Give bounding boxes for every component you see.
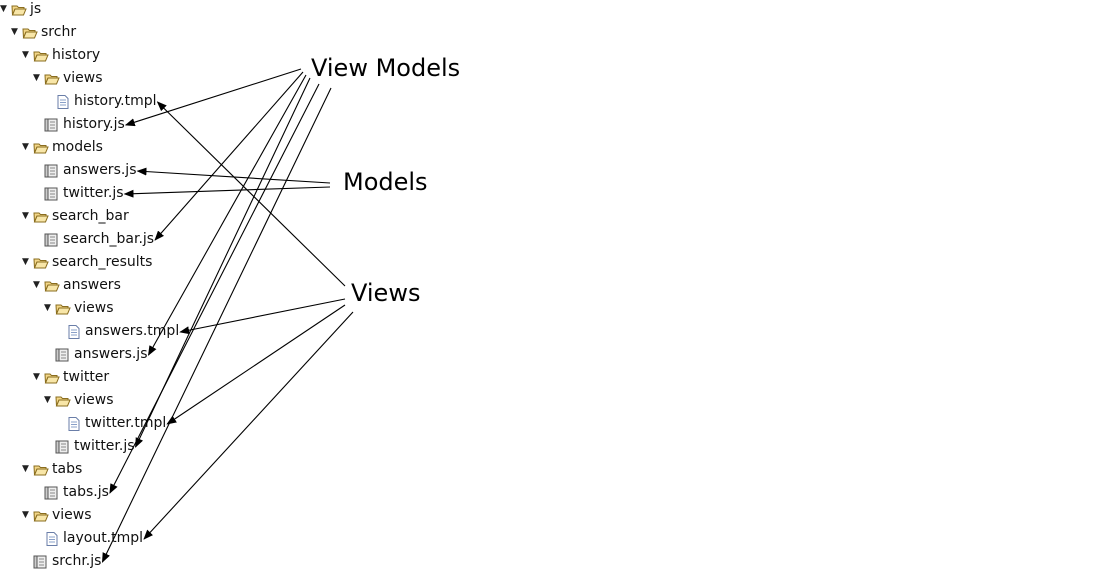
tree-item-label: answers.js — [63, 162, 137, 178]
tree-item-label: srchr.js — [52, 553, 102, 569]
tree-item-tabs[interactable]: ▼ tabs — [22, 458, 82, 480]
tree-item-label: history — [52, 47, 101, 63]
script-file-icon — [44, 163, 60, 178]
tree-item-history-views[interactable]: ▼ views — [33, 67, 103, 89]
tree-item-label: views — [63, 70, 103, 86]
tree-item-label: history.js — [63, 116, 125, 132]
tree-item-answers-views[interactable]: ▼ views — [44, 297, 114, 319]
callout-models: Models — [343, 168, 428, 196]
tree-item-search-results[interactable]: ▼ search_results — [22, 251, 152, 273]
tree-item-label: twitter — [63, 369, 110, 385]
tree-item-answers-tmpl[interactable]: answers.tmpl — [55, 320, 179, 342]
expanded-triangle-icon[interactable]: ▼ — [22, 464, 29, 474]
open-folder-icon — [33, 140, 49, 154]
template-file-icon — [66, 324, 82, 339]
expanded-triangle-icon[interactable]: ▼ — [33, 280, 40, 290]
script-file-icon — [33, 554, 49, 569]
expanded-triangle-icon[interactable]: ▼ — [22, 257, 29, 267]
tree-item-search-bar[interactable]: ▼ search_bar — [22, 205, 129, 227]
script-file-icon — [55, 347, 71, 362]
open-folder-icon — [33, 508, 49, 522]
tree-item-twitter-tmpl[interactable]: twitter.tmpl — [55, 412, 166, 434]
tree-item-models[interactable]: ▼ models — [22, 136, 103, 158]
template-file-icon — [66, 416, 82, 431]
template-file-icon — [55, 94, 71, 109]
open-folder-icon — [33, 255, 49, 269]
tree-item-label: views — [74, 392, 114, 408]
tree-item-label: tabs.js — [63, 484, 109, 500]
open-folder-icon — [55, 301, 71, 315]
tree-item-label: js — [30, 1, 42, 17]
script-file-icon — [44, 186, 60, 201]
open-folder-icon — [44, 278, 60, 292]
tree-item-srchr-js[interactable]: srchr.js — [22, 550, 101, 572]
callout-views: Views — [351, 279, 421, 307]
expanded-triangle-icon[interactable]: ▼ — [22, 510, 29, 520]
tree-item-js[interactable]: ▼ js — [0, 0, 41, 20]
tree-item-label: views — [74, 300, 114, 316]
tree-item-tabs-js[interactable]: tabs.js — [33, 481, 109, 503]
tree-item-answers-js[interactable]: answers.js — [44, 343, 148, 365]
tree-item-history-tmpl[interactable]: history.tmpl — [44, 90, 157, 112]
tree-item-label: twitter.js — [74, 438, 135, 454]
tree-item-label: tabs — [52, 461, 83, 477]
open-folder-icon — [33, 48, 49, 62]
tree-item-label: srchr — [41, 24, 77, 40]
project-tree: ▼ js ▼ srchr ▼ history ▼ views history.tmpl histo… — [0, 0, 260, 576]
expanded-triangle-icon[interactable]: ▼ — [22, 211, 29, 221]
tree-item-label: answers.tmpl — [85, 323, 180, 339]
open-folder-icon — [22, 25, 38, 39]
tree-item-history[interactable]: ▼ history — [22, 44, 100, 66]
tree-item-label: search_results — [52, 254, 153, 270]
tree-item-twitter-model-js[interactable]: twitter.js — [33, 182, 124, 204]
open-folder-icon — [55, 393, 71, 407]
expanded-triangle-icon[interactable]: ▼ — [33, 73, 40, 83]
tree-item-twitter-js[interactable]: twitter.js — [44, 435, 135, 457]
tree-item-label: answers.js — [74, 346, 148, 362]
tree-item-label: twitter.js — [63, 185, 124, 201]
expanded-triangle-icon[interactable]: ▼ — [44, 303, 51, 313]
expanded-triangle-icon[interactable]: ▼ — [22, 50, 29, 60]
tree-item-twitter-views[interactable]: ▼ views — [44, 389, 114, 411]
tree-item-search-bar-js[interactable]: search_bar.js — [33, 228, 154, 250]
tree-item-layout-tmpl[interactable]: layout.tmpl — [33, 527, 143, 549]
tree-item-twitter[interactable]: ▼ twitter — [33, 366, 109, 388]
expanded-triangle-icon[interactable]: ▼ — [44, 395, 51, 405]
tree-item-views[interactable]: ▼ views — [22, 504, 92, 526]
tree-item-label: search_bar — [52, 208, 129, 224]
script-file-icon — [44, 485, 60, 500]
open-folder-icon — [11, 2, 27, 16]
callout-view-models: View Models — [311, 54, 461, 82]
tree-item-label: history.tmpl — [74, 93, 157, 109]
tree-item-label: search_bar.js — [63, 231, 155, 247]
open-folder-icon — [44, 71, 60, 85]
template-file-icon — [44, 531, 60, 546]
script-file-icon — [44, 117, 60, 132]
expanded-triangle-icon[interactable]: ▼ — [22, 142, 29, 152]
expanded-triangle-icon[interactable]: ▼ — [0, 4, 7, 14]
open-folder-icon — [33, 462, 49, 476]
script-file-icon — [44, 232, 60, 247]
tree-item-history-js[interactable]: history.js — [33, 113, 125, 135]
open-folder-icon — [33, 209, 49, 223]
tree-item-answers-model-js[interactable]: answers.js — [33, 159, 137, 181]
tree-item-label: answers — [63, 277, 121, 293]
expanded-triangle-icon[interactable]: ▼ — [33, 372, 40, 382]
script-file-icon — [55, 439, 71, 454]
tree-item-srchr[interactable]: ▼ srchr — [11, 21, 76, 43]
expanded-triangle-icon[interactable]: ▼ — [11, 27, 18, 37]
tree-item-answers[interactable]: ▼ answers — [33, 274, 121, 296]
tree-item-label: twitter.tmpl — [85, 415, 167, 431]
tree-item-label: models — [52, 139, 103, 155]
tree-item-label: views — [52, 507, 92, 523]
tree-item-label: layout.tmpl — [63, 530, 144, 546]
open-folder-icon — [44, 370, 60, 384]
